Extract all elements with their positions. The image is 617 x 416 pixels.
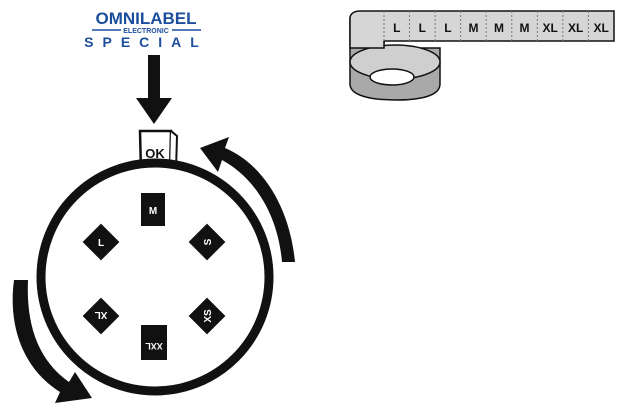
tape-label: L (419, 21, 426, 35)
label-tape-roll: L L L M M M XL XL XL (349, 10, 615, 101)
svg-text:XXL: XXL (145, 341, 163, 351)
tape-label: XL (542, 21, 557, 35)
wheel-ring (36, 158, 274, 396)
wheel-label-xxl: XXL (141, 325, 167, 360)
tape-strip (349, 10, 615, 49)
tape-label: M (468, 21, 478, 35)
svg-text:XL: XL (95, 309, 108, 320)
wheel-label-s: S (188, 223, 226, 261)
tape-label: L (444, 21, 451, 35)
logo-sub: ELECTRONIC (123, 28, 169, 35)
svg-text:XS: XS (203, 309, 214, 323)
tape-label: XL (568, 21, 583, 35)
curved-arrow-icon (200, 137, 295, 262)
printed-label-text: OK (145, 146, 165, 161)
wheel-label-xs: XS (188, 297, 226, 335)
tape-label: XL (594, 21, 609, 35)
logo-special: SPECIAL (84, 34, 208, 50)
tape-label: M (494, 21, 504, 35)
tape-label: M (520, 21, 530, 35)
curved-arrow-icon (12, 280, 92, 403)
tape-labels: L L L M M M XL XL XL (393, 11, 609, 41)
roll-core (369, 68, 415, 86)
wheel-label-m: M (141, 193, 165, 226)
logo-brand: OMNILABEL (95, 9, 196, 28)
svg-text:M: M (149, 206, 157, 217)
tape-label: L (393, 21, 400, 35)
down-arrow-icon (136, 55, 172, 124)
wheel-label-l: L (82, 223, 120, 261)
svg-text:L: L (98, 238, 104, 249)
size-wheel: M S XS XXL XL L (36, 158, 274, 396)
wheel-label-xl: XL (82, 297, 120, 335)
svg-text:S: S (203, 238, 214, 245)
omnilabel-logo: OMNILABEL ELECTRONIC SPECIAL (84, 9, 208, 50)
